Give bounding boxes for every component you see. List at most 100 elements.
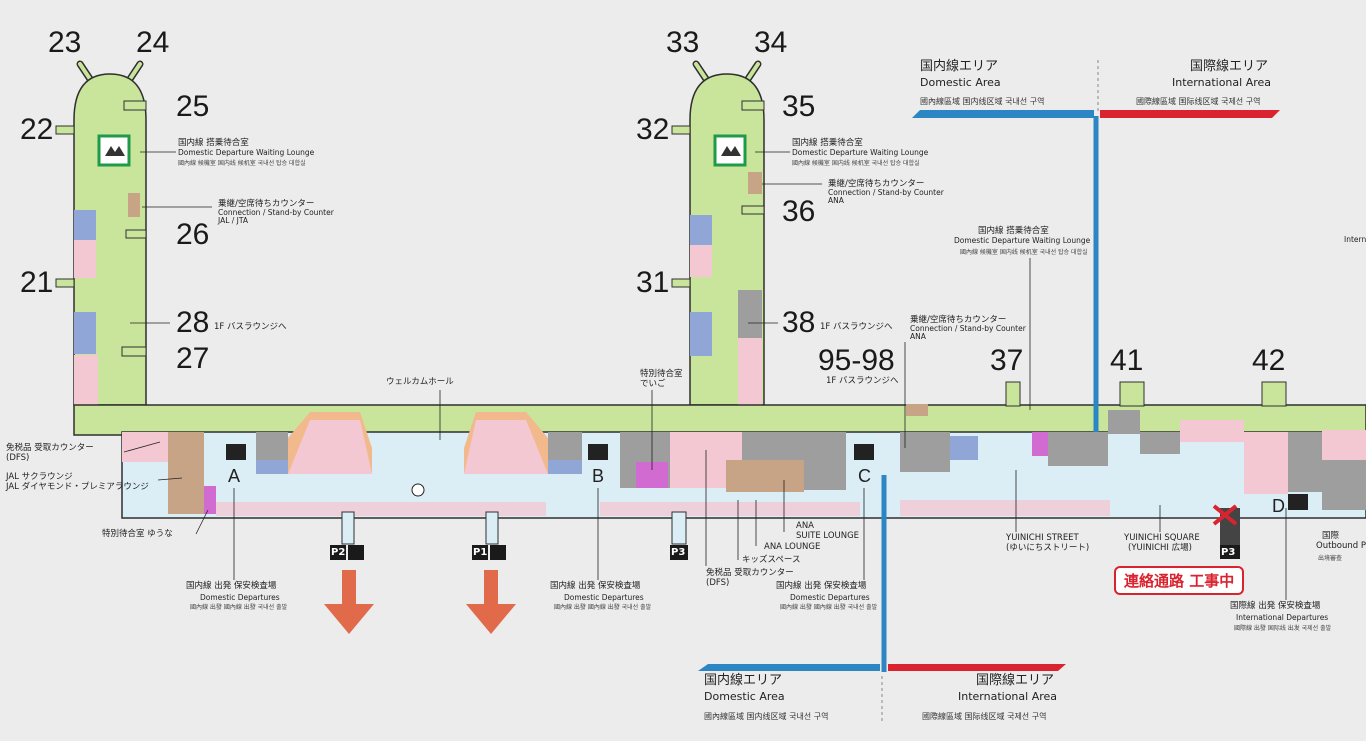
bus-left: 1F バスラウンジへ — [214, 322, 287, 332]
jal-diamond-lounge: JAL ダイヤモンド・プレミアラウンジ — [6, 482, 149, 492]
p1-label[interactable]: P1 — [473, 547, 488, 558]
p3-closed-label: P3 — [1221, 547, 1236, 558]
intl-dep-en: International Departures — [1236, 613, 1329, 622]
lounge-mid-multi: 國內線 候機室 国内线 候机室 국내선 탑승 대합실 — [792, 160, 920, 167]
yuinichi-street-en: YUINICHI STREET — [1006, 533, 1079, 543]
dfs-pickup-left-1: 免税品 受取カウンター — [6, 443, 94, 453]
arrow-down-icon-p2 — [324, 570, 374, 634]
gate-33[interactable]: 33 — [666, 26, 700, 59]
outbound-1: 国際 — [1322, 531, 1340, 541]
yuinichi-square-en: YUINICHI SQUARE — [1124, 533, 1200, 543]
gate-23[interactable]: 23 — [48, 26, 82, 59]
leader-lines — [123, 151, 1287, 600]
conn-mid-airline: ANA — [828, 196, 844, 205]
lounge-mid-jp: 国内線 搭乗待合室 — [792, 138, 863, 148]
conn-mid-en: Connection / Stand-by Counter — [828, 188, 944, 197]
intl-edge-label: Intern — [1344, 235, 1366, 244]
checkpoint-a[interactable]: A — [228, 466, 241, 486]
bottom-international-en: International Area — [958, 690, 1058, 703]
bottom-domestic-en: Domestic Area — [704, 690, 785, 703]
p2-sign — [330, 545, 346, 560]
checkpoint-b[interactable]: B — [592, 466, 605, 486]
conn-r-jp: 乗継/空席待ちカウンター — [910, 315, 1007, 325]
top-international-multi: 國際線區域 国际线区域 국제선 구역 — [1136, 97, 1261, 106]
checkpoint-d[interactable]: D — [1272, 496, 1285, 516]
lounge-left-multi: 國內線 候機室 国内线 候机室 국내선 탑승 대합실 — [178, 160, 306, 167]
bus-mid: 1F バスラウンジへ — [820, 322, 893, 332]
p1-sign — [472, 545, 488, 560]
gate-25[interactable]: 25 — [176, 90, 210, 123]
lounge-r-en: Domestic Departure Waiting Lounge — [954, 236, 1091, 245]
lounge-left-jp: 国内線 搭乗待合室 — [178, 138, 249, 148]
lounge-mid-en: Domestic Departure Waiting Lounge — [792, 148, 929, 157]
gate-32[interactable]: 32 — [636, 113, 670, 146]
intl-dep-jp: 国際線 出発 保安検査場 — [1230, 601, 1321, 611]
departure-plane-icon-d — [1288, 494, 1308, 510]
gate-28[interactable]: 28 — [176, 306, 210, 339]
gate-21[interactable]: 21 — [20, 266, 54, 299]
gate-95-98[interactable]: 95-98 — [818, 344, 895, 377]
left-pier — [55, 60, 147, 406]
dfs-pickup-left-2: (DFS) — [6, 453, 30, 463]
bottom-international-jp: 国際線エリア — [976, 673, 1055, 688]
gate-31[interactable]: 31 — [636, 266, 670, 299]
gate-22[interactable]: 22 — [20, 113, 54, 146]
outbound-3: 出境審查 — [1318, 555, 1343, 562]
kids-space: キッズスペース — [742, 555, 801, 565]
lounge-left-en: Domestic Departure Waiting Lounge — [178, 148, 315, 157]
departure-plane-icon-c — [854, 444, 874, 460]
intl-dep-multi: 國際線 出發 国际线 出发 국제선 출발 — [1234, 625, 1332, 632]
gate-36[interactable]: 36 — [782, 195, 816, 228]
yuinichi-street-jp: (ゆいにちストリート) — [1006, 543, 1090, 553]
gate-34[interactable]: 34 — [754, 26, 788, 59]
p3-sign-closed — [1220, 545, 1240, 559]
bottom-domestic-jp: 国内線エリア — [704, 673, 783, 688]
top-domestic-jp: 国内線エリア — [920, 59, 999, 74]
ana-lounge: ANA LOUNGE — [764, 542, 821, 552]
special-lounge-yuuna: 特別待合室 ゆうな — [102, 529, 173, 539]
ana-suite-1: ANA — [796, 521, 814, 531]
departure-plane-icon-b — [588, 444, 608, 460]
gate-37[interactable]: 37 — [990, 344, 1024, 377]
gate-35[interactable]: 35 — [782, 90, 816, 123]
closed-x-icon — [1212, 504, 1238, 526]
special-lounge-dego-2: でいご — [640, 379, 666, 389]
p2-label[interactable]: P2 — [331, 547, 346, 558]
gate-26[interactable]: 26 — [176, 218, 210, 251]
yuinichi-square-jp: (YUINICHI 広場) — [1128, 543, 1192, 553]
bus-icon-p2 — [348, 545, 364, 560]
dom-dep-b-jp: 国内線 出発 保安検査場 — [550, 581, 641, 591]
conn-left-en: Connection / Stand-by Counter — [218, 208, 334, 217]
dom-dep-b-en: Domestic Departures — [564, 593, 644, 602]
dom-dep-a-en: Domestic Departures — [200, 593, 280, 602]
checkpoint-c[interactable]: C — [858, 466, 871, 486]
p3-label[interactable]: P3 — [671, 547, 686, 558]
bus-icon-p1 — [490, 545, 506, 560]
gate-42[interactable]: 42 — [1252, 344, 1286, 377]
dom-dep-b-multi: 國內線 出發 國內線 出發 국내선 출발 — [554, 604, 652, 611]
gate-24[interactable]: 24 — [136, 26, 170, 59]
dfs-mid-1: 免税品 受取カウンター — [706, 568, 794, 578]
bottom-international-multi: 國際線區域 国际线区域 국제선 구역 — [922, 712, 1047, 721]
dom-dep-a-jp: 国内線 出発 保安検査場 — [186, 581, 277, 591]
construction-notice: 連絡通路 工事中 — [1114, 566, 1245, 595]
special-lounge-dego-1: 特別待合室 — [640, 369, 683, 379]
departure-plane-icon-a — [226, 444, 246, 460]
gate-27[interactable]: 27 — [176, 342, 210, 375]
parking-exits — [324, 504, 1240, 634]
middle-pier — [671, 60, 765, 406]
lounge-r-multi: 國內線 候機室 国内线 候机室 국내선 탑승 대합실 — [960, 249, 1088, 256]
top-international-jp: 国際線エリア — [1190, 59, 1269, 74]
lounge-icon-middle — [713, 134, 747, 167]
jal-sakura-lounge: JAL サクラウンジ — [6, 472, 73, 482]
top-domestic-en: Domestic Area — [920, 76, 1001, 89]
lounge-r-jp: 国内線 搭乗待合室 — [978, 226, 1049, 236]
dom-dep-c-jp: 国内線 出発 保安検査場 — [776, 581, 867, 591]
outbound-2: Outbound Pa — [1316, 541, 1366, 551]
conn-r-en: Connection / Stand-by Counter — [910, 324, 1026, 333]
p3-sign — [670, 545, 688, 560]
dom-dep-c-en: Domestic Departures — [790, 593, 870, 602]
gate-41[interactable]: 41 — [1110, 344, 1144, 377]
gate-38[interactable]: 38 — [782, 306, 816, 339]
